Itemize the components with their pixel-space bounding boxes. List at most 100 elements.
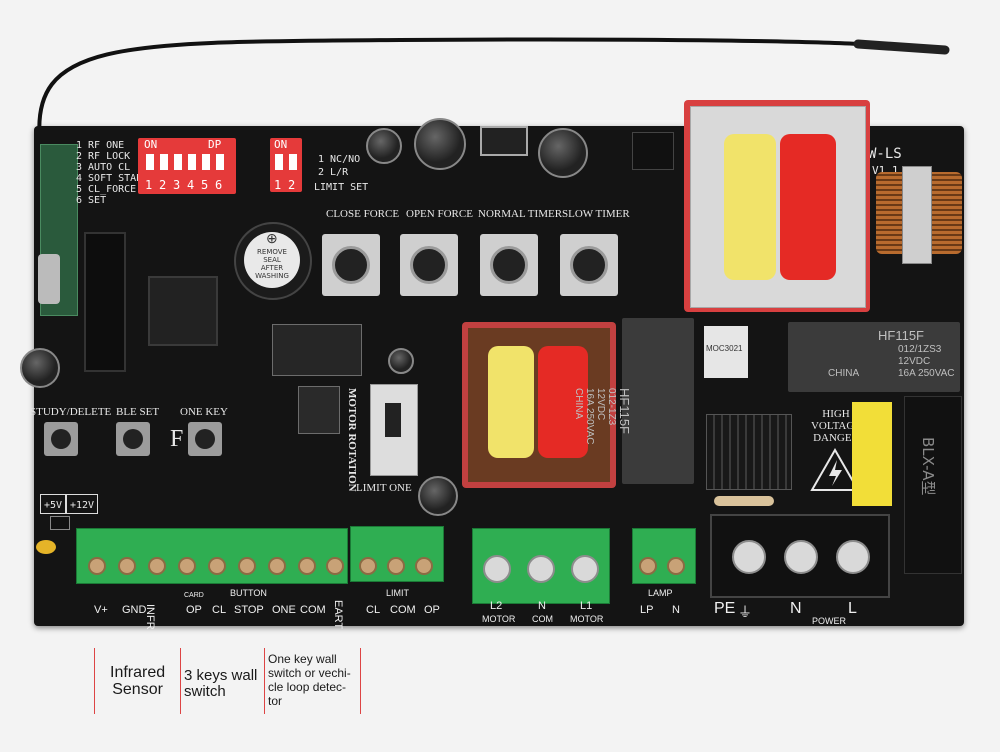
high-voltage-label: HIGH VOLTAGE DANGER <box>804 408 868 444</box>
voltage-jumper[interactable] <box>50 516 70 530</box>
close-force-potentiometer[interactable] <box>322 234 380 296</box>
terminal-block-limit <box>350 526 444 582</box>
terminal-label-limit-op: OP <box>424 604 440 616</box>
control-board: 1 RF ONE 2 RF LOCK 3 AUTO CL 4 SOFT STAR… <box>20 100 964 630</box>
terminal-label-motor-l2: L2 <box>490 600 503 612</box>
relay-1-line-1: 012-1Z3 <box>606 388 617 426</box>
rf-module-crystal <box>38 254 60 304</box>
annotation-divider-1 <box>94 648 95 714</box>
dip1-func-5: 5 CL_FORCE <box>76 184 137 195</box>
relay-1-text: HF115F 012-1Z3 12VDC 16A 250VAC CHINA <box>573 388 632 445</box>
terminal-label-motor-l1: L1 <box>580 600 593 612</box>
relay-1-line-4: CHINA <box>573 388 584 420</box>
terminal-screw-stop[interactable] <box>238 557 256 575</box>
hv-line-2: VOLTAGE <box>810 420 862 432</box>
terminal-label-gnd: GND <box>122 604 147 616</box>
pin-header <box>84 232 126 372</box>
relay-2-brand: HF115F <box>878 328 924 343</box>
terminal-screw-limit-com[interactable] <box>387 557 405 575</box>
buzzer-label: REMOVE SEAL AFTER WASHING <box>244 248 300 280</box>
optocoupler-label: MOC3021 <box>706 344 743 353</box>
terminal-label-motor-l1-sub: MOTOR <box>570 614 604 624</box>
dip2-num-2: 2 <box>288 178 296 192</box>
terminal-label-vplus: V+ <box>94 604 108 616</box>
yellow-capacitor-small <box>36 540 56 554</box>
dip1-num-4: 4 <box>187 178 195 192</box>
motor-rotation-switch[interactable] <box>370 384 418 476</box>
letter-f: F <box>170 426 184 452</box>
ble-set-button[interactable] <box>116 422 150 456</box>
terminal-label-power-title: POWER <box>812 616 847 626</box>
dip2-switch-1[interactable] <box>275 154 283 170</box>
terminal-label-power-n: N <box>790 600 802 617</box>
study-delete-button[interactable] <box>44 422 78 456</box>
dip1-switch-4[interactable] <box>188 154 196 170</box>
dip1-func-1: 1 RF ONE <box>76 140 125 151</box>
terminal-screw-gnd[interactable] <box>118 557 136 575</box>
dip-switch-1[interactable]: ON DP 1 2 3 4 5 6 <box>138 138 236 194</box>
terminal-screw-power-pe[interactable] <box>732 540 766 574</box>
dip1-switch-5[interactable] <box>202 154 210 170</box>
terminal-screw-op[interactable] <box>178 557 196 575</box>
terminal-screw-eart[interactable] <box>326 557 344 575</box>
normal-timer-potentiometer[interactable] <box>480 234 538 296</box>
slow-timer-potentiometer[interactable] <box>560 234 618 296</box>
terminal-screw-power-n[interactable] <box>784 540 818 574</box>
fuse-label: BLX-A型 <box>919 437 937 496</box>
inductor-core <box>902 166 932 264</box>
resistor <box>714 496 774 506</box>
transformer-1-coil-red <box>780 134 836 280</box>
terminal-screw-limit-cl[interactable] <box>359 557 377 575</box>
dip1-num-2: 2 <box>159 178 167 192</box>
terminal-screw-cl[interactable] <box>208 557 226 575</box>
terminal-screw-com[interactable] <box>298 557 316 575</box>
terminal-label-power-pe: PE <box>714 600 736 617</box>
fuse-holder: BLX-A型 <box>904 396 962 574</box>
terminal-screw-lamp-n[interactable] <box>667 557 685 575</box>
terminal-screw-vplus[interactable] <box>88 557 106 575</box>
terminal-screw-infr[interactable] <box>148 557 166 575</box>
buzzer-text-3: AFTER <box>260 264 284 272</box>
dip2-num-1: 1 <box>274 178 282 192</box>
motor-rotation-switch-lever[interactable] <box>385 403 401 437</box>
terminal-screw-motor-l1[interactable] <box>571 555 599 583</box>
dip1-switch-2[interactable] <box>160 154 168 170</box>
dip1-switch-6[interactable] <box>216 154 224 170</box>
terminal-label-power-l: L <box>848 600 857 617</box>
terminal-screw-one[interactable] <box>268 557 286 575</box>
relay-1: HF115F 012-1Z3 12VDC 16A 250VAC CHINA <box>573 318 694 484</box>
pot-label-close-force: CLOSE FORCE <box>326 208 400 220</box>
terminal-screw-motor-l2[interactable] <box>483 555 511 583</box>
terminal-screw-power-l[interactable] <box>836 540 870 574</box>
dip1-func-3: 3 AUTO CL <box>76 162 131 173</box>
terminal-screw-lamp-lp[interactable] <box>639 557 657 575</box>
capacitor-4 <box>388 348 414 374</box>
relay-1-brand: HF115F <box>617 388 632 434</box>
terminal-label-button: BUTTON <box>230 588 267 598</box>
dip1-function-list: 1 RF ONE 2 RF LOCK 3 AUTO CL 4 SOFT STAR… <box>76 140 148 206</box>
dip1-switch-3[interactable] <box>174 154 182 170</box>
optocoupler: MOC3021 <box>704 326 748 378</box>
terminal-screw-limit-op[interactable] <box>415 557 433 575</box>
buzzer-plus-icon: ⊕ <box>266 230 278 246</box>
x-capacitor <box>852 402 892 506</box>
open-force-potentiometer[interactable] <box>400 234 458 296</box>
dip1-switch-1[interactable] <box>146 154 154 170</box>
annotation-one-key: One key wall switch or vechi- cle loop d… <box>268 652 351 708</box>
terminal-screw-motor-n[interactable] <box>527 555 555 583</box>
relay-2: HF115F 012/1ZS3 12VDC 16A 250VAC CHINA <box>788 322 960 392</box>
dip2-title: LIMIT SET <box>314 182 369 193</box>
smd-ic-1 <box>298 386 340 434</box>
one-key-button[interactable] <box>188 422 222 456</box>
dip1-brand: DP <box>208 138 222 151</box>
pot-label-normal-timer: NORMAL TIMER <box>478 208 563 220</box>
hv-line-1: HIGH <box>822 408 850 420</box>
dip1-func-4: 4 SOFT START <box>76 173 149 184</box>
capacitor-1 <box>366 128 402 164</box>
dip-switch-2[interactable]: ON 1 2 <box>270 138 302 192</box>
buzzer-seal: ⊕ REMOVE SEAL AFTER WASHING <box>244 230 300 288</box>
annotation-wall-switch: 3 keys wall switch <box>184 668 257 700</box>
terminal-label-limit-title: LIMIT <box>386 588 410 598</box>
dip2-switch-2[interactable] <box>289 154 297 170</box>
